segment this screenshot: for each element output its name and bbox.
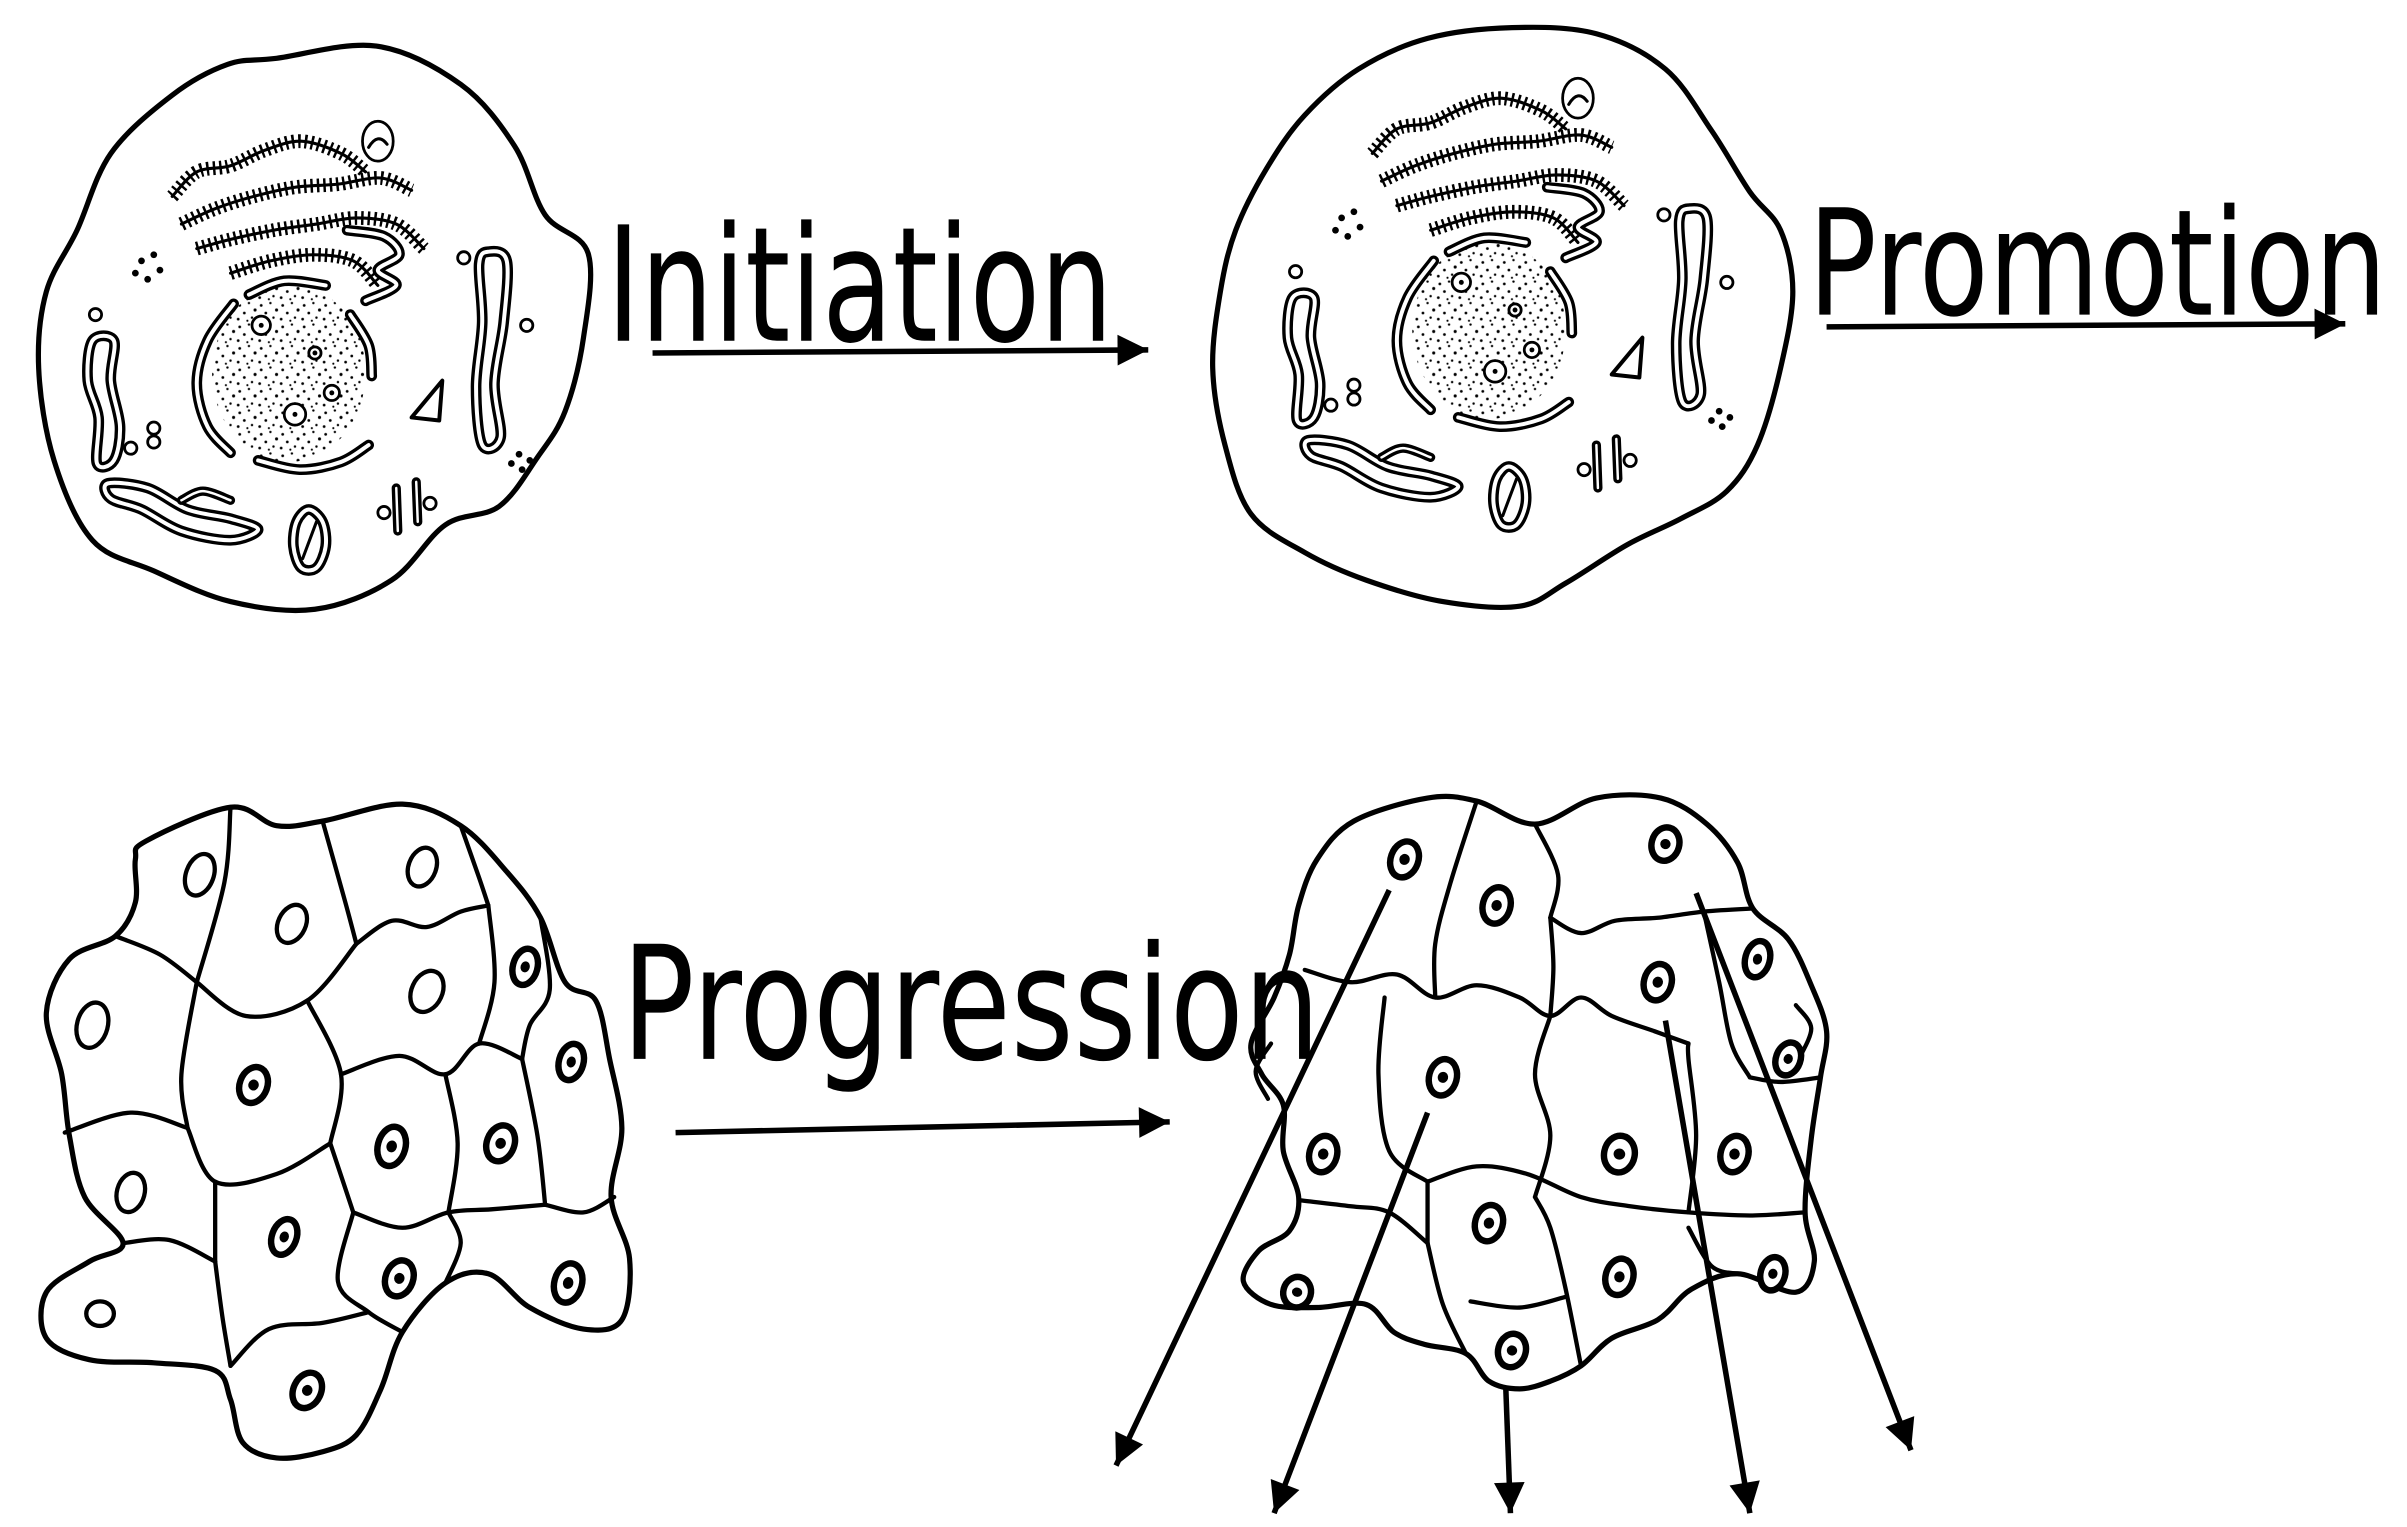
ribosome-speck: [516, 451, 523, 458]
cluster-outline: [41, 804, 630, 1458]
ribosome-speck: [132, 270, 139, 277]
granule: [148, 436, 160, 448]
nucleolus-core: [1459, 280, 1464, 285]
ribosome-speck: [1727, 414, 1734, 421]
granule: [1624, 454, 1636, 466]
ribosome-speck: [157, 267, 164, 274]
ribosome-speck: [1719, 423, 1726, 430]
granule: [1658, 209, 1670, 221]
ribosome-speck: [144, 276, 151, 283]
ribosome-speck: [138, 258, 145, 265]
nucleolus-core: [329, 390, 334, 395]
ribosome-speck: [1357, 224, 1364, 231]
stage-label-progression: Progression: [622, 913, 1320, 1097]
progressed-cell-cluster: [1243, 795, 1827, 1389]
centriole-lumen: [1596, 445, 1598, 488]
promoted-cell-cluster: [41, 804, 630, 1458]
granule: [1578, 463, 1590, 475]
nucleus: [86, 1301, 114, 1326]
ribosome-speck: [1332, 227, 1339, 234]
ribosome-speck: [150, 251, 157, 258]
ribosome-speck: [1351, 208, 1358, 215]
ribosome-speck: [1708, 417, 1715, 424]
cluster-outline: [1243, 795, 1827, 1389]
ribosome-speck: [1338, 215, 1345, 222]
vesicle: [1563, 78, 1594, 118]
progression-arrow: [676, 1122, 1170, 1133]
granule: [125, 442, 137, 454]
nucleolus-core: [1493, 369, 1498, 374]
granule: [521, 319, 533, 331]
ribosome-speck: [519, 466, 526, 473]
nucleolus-core: [1529, 347, 1534, 352]
ribosome-speck: [1716, 408, 1723, 415]
granule: [1348, 379, 1360, 391]
stage-label-promotion: Promotion: [1808, 178, 2387, 350]
granule: [1325, 399, 1337, 411]
granule: [89, 308, 101, 320]
centriole-lumen: [396, 488, 398, 531]
stage-label-initiation: Initiation: [607, 193, 1113, 379]
ribosome-speck: [526, 457, 533, 464]
granule: [1289, 265, 1301, 277]
centriole-lumen: [1616, 439, 1618, 479]
normal-cell: [38, 45, 590, 610]
ribosome-speck: [1344, 233, 1351, 240]
ribosome-speck: [508, 460, 515, 467]
vesicle: [362, 121, 393, 161]
nucleolus-core: [1513, 308, 1518, 313]
granule: [424, 497, 436, 509]
initiated-cell: [1213, 27, 1793, 607]
granule: [1348, 393, 1360, 405]
centriole-lumen: [416, 482, 418, 522]
granule: [378, 506, 390, 518]
granule: [458, 252, 470, 264]
spread-arrow-3: [1506, 1389, 1511, 1513]
granule: [148, 422, 160, 434]
nucleolus-core: [293, 412, 298, 417]
nucleolus-core: [259, 323, 264, 328]
granule: [1721, 276, 1733, 288]
nucleolus-core: [312, 351, 317, 356]
